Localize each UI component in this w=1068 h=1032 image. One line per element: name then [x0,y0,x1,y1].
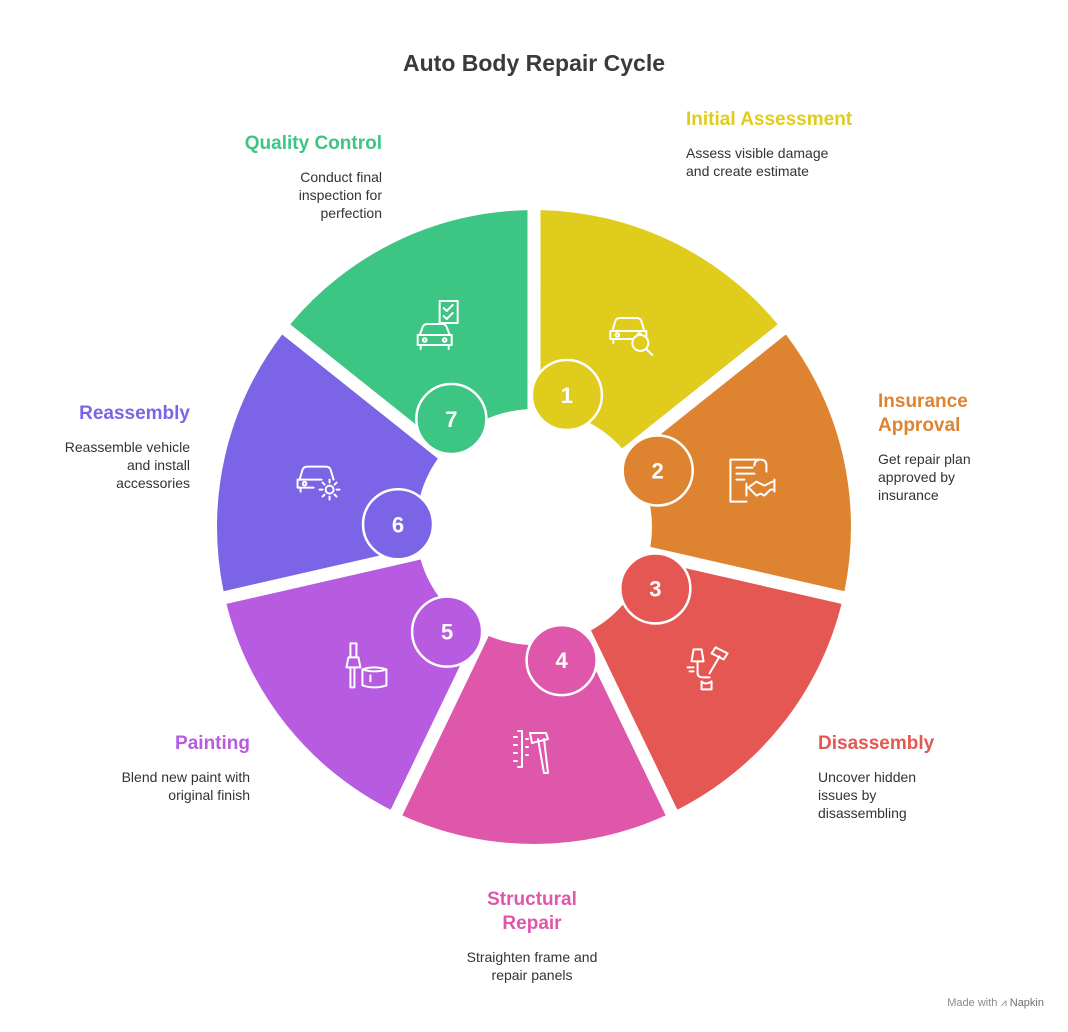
step-3-title: Disassembly [818,733,935,754]
step-2-title: Insurance Approval [878,391,968,436]
car-gear-icon [296,465,341,501]
step-3-badge [619,552,692,625]
document-handshake-icon [729,458,776,503]
footer: Made with ⩘ Napkin [947,997,1044,1010]
step-7-desc: Conduct final inspection for perfection [298,169,382,221]
step-2-desc: Get repair plan approved by insurance [878,451,971,503]
step-5-badge [410,595,484,668]
step-5-number: 5 [441,620,453,645]
napkin-logo-icon: ⩘ [1000,997,1007,1009]
step-3-label: Disassembly Uncover hidden issues by dis… [818,732,978,822]
step-1-desc: Assess visible damage and create estimat… [686,145,829,179]
panel-hammer-icon [513,730,549,774]
step-7-title: Quality Control [244,133,382,154]
step-4-desc: Straighten frame and repair panels [466,949,598,983]
step-1-badge [530,358,604,432]
step-6-label: Reassembly Reassemble vehicle and instal… [40,402,190,492]
step-3-desc: Uncover hidden issues by disassembling [818,769,917,821]
step-4-badge [525,623,598,697]
sector-step-2 [630,334,851,592]
step-5-title: Painting [175,733,250,754]
paintbrush-can-icon [345,642,388,689]
page-title: Auto Body Repair Cycle [403,50,665,76]
car-part-hammer-icon [686,646,729,691]
step-1-title: Initial Assessment [686,109,853,130]
sector-step-4 [402,635,666,844]
step-6-badge [361,488,435,561]
step-6-number: 6 [392,512,404,537]
step-4-number: 4 [555,648,568,673]
step-2-badge [621,434,694,507]
step-4-label: Structural Repair Straighten frame and r… [437,888,627,984]
step-6-title: Reassembly [79,403,190,424]
car-checklist-icon [416,299,459,350]
step-1-label: Initial Assessment Assess visible damage… [686,108,886,180]
step-2-label: Insurance Approval Get repair plan appro… [878,390,988,504]
step-4-title: Structural Repair [487,889,577,934]
step-7-badge [415,382,488,456]
step-7-label: Quality Control Conduct final inspection… [212,132,382,222]
step-7-number: 7 [445,407,457,432]
step-5-label: Painting Blend new paint with original f… [80,732,250,804]
step-1-number: 1 [561,383,573,408]
step-6-desc: Reassemble vehicle and install accessori… [64,439,190,491]
step-3-number: 3 [649,576,661,601]
footer-made-with: Made with [947,997,998,1009]
step-5-desc: Blend new paint with original finish [121,769,250,803]
car-search-icon [609,316,654,356]
step-2-number: 2 [652,458,664,483]
footer-brand: Napkin [1009,997,1044,1009]
